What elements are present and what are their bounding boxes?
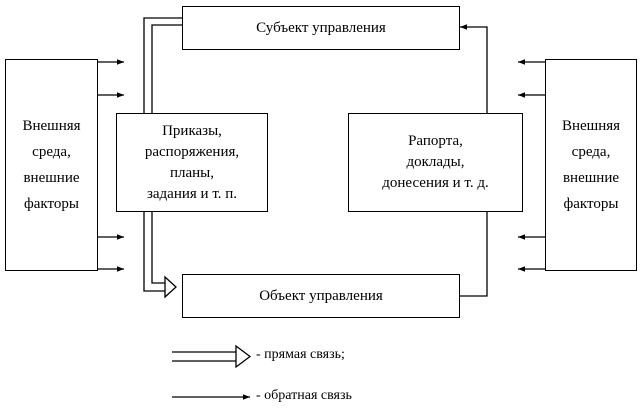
- left-environment-box: Внешняя среда, внешние факторы: [5, 59, 98, 271]
- subject-label: Субъект управления: [256, 19, 386, 36]
- orders-box: Приказы, распоряжения, планы, задания и …: [116, 113, 268, 212]
- right-environment-label: Внешняя среда, внешние факторы: [561, 118, 621, 212]
- object-label: Объект управления: [259, 287, 383, 304]
- left-environment-arrows: [98, 59, 124, 272]
- left-environment-label: Внешняя среда, внешние факторы: [22, 118, 81, 212]
- legend-direct-label: - прямая связь;: [256, 347, 345, 362]
- object-box: Объект управления: [182, 274, 460, 318]
- right-environment-arrows: [518, 59, 545, 272]
- legend-direct-symbol: [172, 344, 252, 369]
- right-environment-box: Внешняя среда, внешние факторы: [545, 59, 637, 271]
- reports-label: Рапорта, доклады, донесения и т. д.: [382, 133, 489, 191]
- orders-label: Приказы, распоряжения, планы, задания и …: [144, 122, 240, 202]
- subject-box: Субъект управления: [182, 6, 460, 50]
- reports-box: Рапорта, доклады, донесения и т. д.: [348, 113, 523, 212]
- legend-feedback-label: - обратная связь: [256, 388, 352, 403]
